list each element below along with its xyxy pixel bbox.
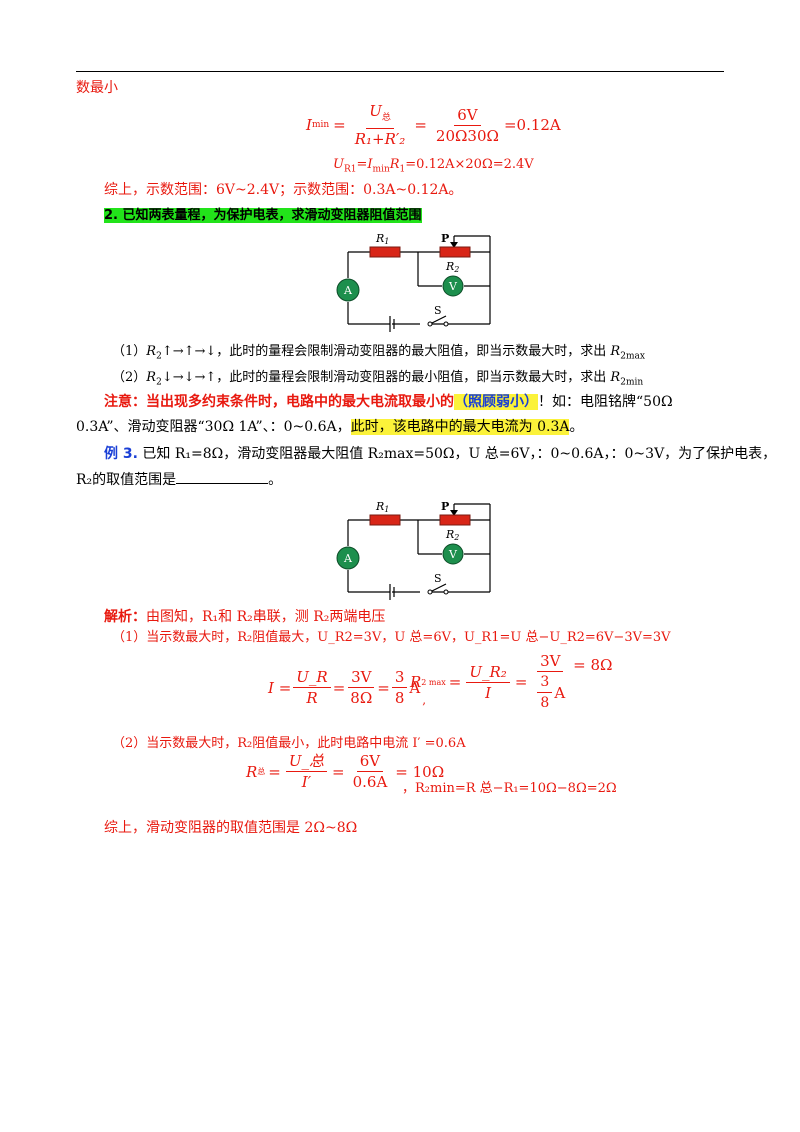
ammeter-icon (336, 546, 360, 570)
svg-text:R2: R2 (445, 260, 459, 274)
analysis-step-1: （1）当示数最大时，R₂阻值最大，U_R2=3V，U 总=6V，U_R1=U 总… (112, 630, 671, 645)
header-text: 数最小 (76, 80, 118, 96)
svg-text:A: A (343, 552, 353, 565)
svg-text:V: V (448, 280, 458, 293)
analysis-intro: 解析：由图知，R₁和 R₂串联，测 R₂两端电压 (104, 609, 386, 625)
section-2-title: 2. 已知两表量程，为保护电表，求滑动变阻器阻值范围 (104, 208, 422, 223)
analysis-step-2: （2）当示数最大时，R₂阻值最小，此时电路中电流 I′ =0.6A (112, 736, 466, 751)
resistor-r1 (369, 514, 401, 526)
svg-text:S: S (434, 304, 442, 317)
example-3-line-1: 例 3. 已知 R₁=8Ω，滑动变阻器最大阻值 R₂max=50Ω，U 总=6V… (104, 446, 777, 462)
note-line-1: 注意：当出现多约束条件时，电路中的最大电流取最小的（照顾弱小）！如：电阻铭牌“5… (104, 394, 673, 410)
case-2-line: （2）R2↓→↓→↑，此时的量程会限制滑动变阻器的最小阻值，即当示数最大时，求出… (112, 370, 644, 388)
rheostat-r2 (439, 246, 471, 258)
svg-text:R2: R2 (445, 528, 459, 542)
voltmeter-icon (442, 275, 464, 297)
svg-text:S: S (434, 572, 442, 585)
rheostat-r2 (439, 514, 471, 526)
ur1-formula: UR1=IminR1=0.12A×20Ω=2.4V (333, 157, 534, 175)
resistor-r1 (369, 246, 401, 258)
summary-range: 综上，示数范围：6V~2.4V；示数范围：0.3A~0.12A。 (104, 182, 463, 198)
ammeter-icon (336, 278, 360, 302)
svg-text:A: A (343, 284, 353, 297)
example-3-line-2: R₂的取值范围是。 (76, 469, 282, 490)
svg-text:V: V (448, 548, 458, 561)
r2min-result: ，R₂min=R 总−R₁=10Ω−8Ω=2Ω (402, 781, 617, 796)
svg-text:R1: R1 (375, 232, 389, 246)
voltmeter-icon (442, 543, 464, 565)
svg-text:P: P (441, 232, 449, 245)
case-1-line: （1）R2↑→↑→↓，此时的量程会限制滑动变阻器的最大阻值，即当示数最大时，求出… (112, 344, 645, 362)
circuit-diagram-1: A V R1 P R2 S (336, 232, 491, 332)
analysis-conclusion: 综上，滑动变阻器的取值范围是 2Ω~8Ω (104, 820, 358, 836)
svg-text:P: P (441, 500, 449, 513)
note-line-2: 0.3A”、滑动变阻器“30Ω 1A”、：0~0.6A，此时，该电路中的最大电流… (76, 419, 584, 435)
circuit-diagram-2: A V R1 P R2 S (336, 500, 491, 600)
svg-text:R1: R1 (375, 500, 389, 514)
header-rule (76, 71, 724, 72)
answer-blank[interactable] (176, 469, 269, 484)
